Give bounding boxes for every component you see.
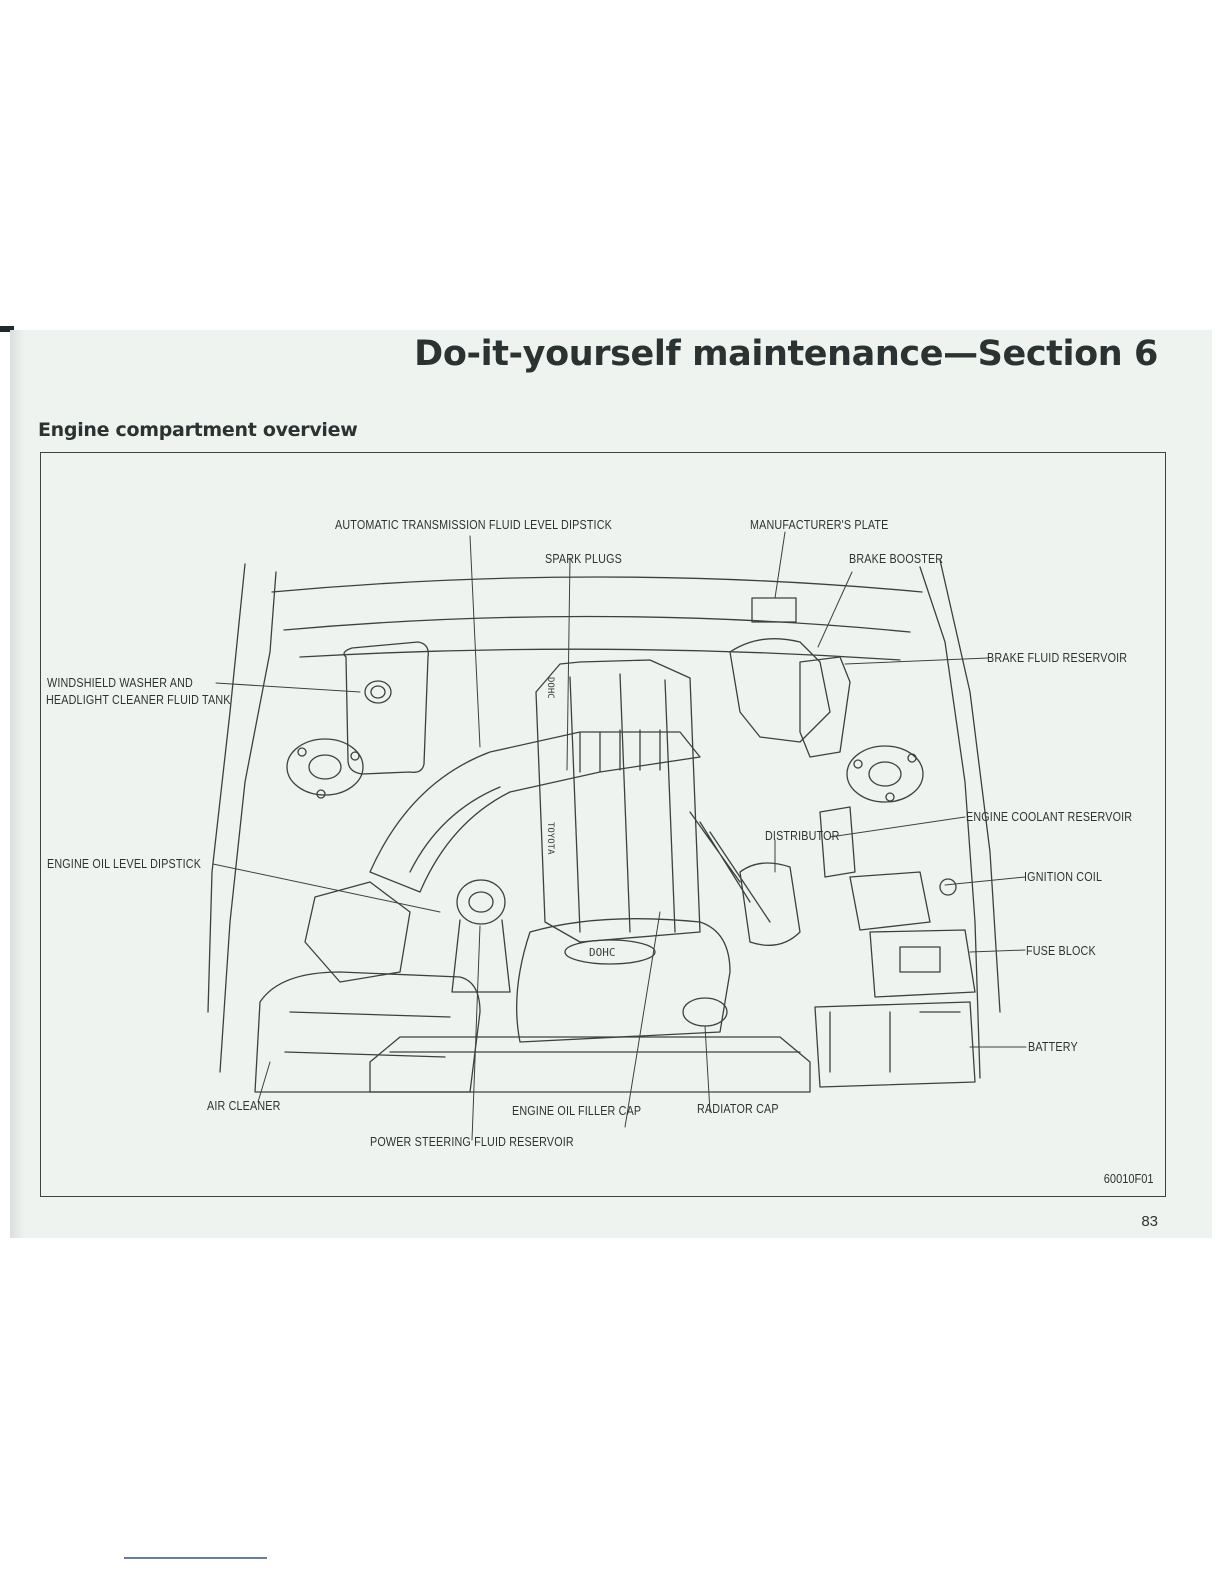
- callout-spark-plugs: SPARK PLUGS: [545, 552, 622, 566]
- right-fender-outline: [919, 566, 981, 1079]
- air-flow-meter: [304, 881, 411, 983]
- cam-cover: [535, 659, 701, 943]
- engine-compartment-diagram: DOHC TOYOTA DOHC: [207, 531, 1027, 1141]
- callout-distributor: DISTRIBUTOR: [765, 829, 840, 843]
- plenum-marking: DOHC: [589, 946, 616, 959]
- binding-edge-mark: [0, 326, 14, 332]
- scanned-page: [22, 330, 1212, 1238]
- callout-air-cleaner: AIR CLEANER: [207, 1099, 281, 1113]
- oil-filler-cap: [456, 879, 506, 925]
- firewall-line: [283, 615, 911, 633]
- callout-atf-dipstick: AUTOMATIC TRANSMISSION FLUID LEVEL DIPST…: [335, 518, 613, 532]
- callout-brake-booster: BRAKE BOOSTER: [849, 552, 944, 566]
- callout-battery: BATTERY: [1028, 1040, 1078, 1054]
- callout-ignition-coil: IGNITION COIL: [1024, 870, 1103, 884]
- coolant-reservoir: [819, 806, 856, 878]
- right-fender-outer: [939, 559, 1001, 1013]
- radiator-cap: [682, 997, 728, 1027]
- air-cleaner-box: [254, 971, 481, 1093]
- callout-fuse-block: FUSE BLOCK: [1026, 944, 1096, 958]
- intake-plenum: [516, 918, 731, 1043]
- callout-washer-tank-line2: HEADLIGHT CLEANER FLUID TANK: [46, 693, 231, 707]
- callout-brake-fluid-reservoir: BRAKE FLUID RESERVOIR: [987, 651, 1128, 665]
- washer-tank-cap: [364, 680, 392, 704]
- ignition-coil: [849, 871, 931, 931]
- distributor: [739, 862, 801, 946]
- left-fender-outline: [219, 571, 277, 1073]
- page-subtitle: Engine compartment overview: [38, 419, 358, 441]
- page-spine-shadow: [10, 330, 24, 1238]
- section-title: Do-it-yourself maintenance—Section 6: [414, 334, 1158, 374]
- right-strut-tower: [846, 745, 924, 803]
- left-fender-outer: [207, 563, 246, 1013]
- leader-lines: [212, 531, 1027, 1141]
- left-strut-tower: [286, 738, 364, 796]
- cowl-line: [271, 576, 923, 593]
- inner-firewall: [299, 648, 901, 661]
- callout-radiator-cap: RADIATOR CAP: [697, 1102, 779, 1116]
- intake-hose: [369, 731, 701, 893]
- callout-engine-oil-filler-cap: ENGINE OIL FILLER CAP: [512, 1104, 642, 1118]
- brake-fluid-reservoir: [799, 656, 851, 758]
- figure-code: 60010F01: [1104, 1171, 1154, 1186]
- callout-power-steering-reservoir: POWER STEERING FLUID RESERVOIR: [370, 1135, 574, 1149]
- callout-engine-coolant-reservoir: ENGINE COOLANT RESERVOIR: [966, 810, 1133, 824]
- callout-engine-oil-dipstick: ENGINE OIL LEVEL DIPSTICK: [47, 857, 202, 871]
- page-number: 83: [1141, 1213, 1158, 1230]
- figure-frame: [40, 452, 1166, 1197]
- manufacturers-plate: [751, 597, 797, 623]
- footer-rule: [124, 1557, 267, 1559]
- callout-manufacturers-plate: MANUFACTURER'S PLATE: [750, 518, 889, 532]
- fuse-block: [869, 929, 976, 998]
- washer-tank: [343, 641, 429, 775]
- cam-cover-brand: TOYOTA: [545, 822, 555, 855]
- cam-cover-marking: DOHC: [545, 677, 555, 699]
- battery: [814, 1001, 976, 1088]
- brake-booster: [729, 638, 831, 743]
- radiator-support: [369, 1036, 811, 1093]
- callout-washer-tank-line1: WINDSHIELD WASHER AND: [47, 676, 193, 690]
